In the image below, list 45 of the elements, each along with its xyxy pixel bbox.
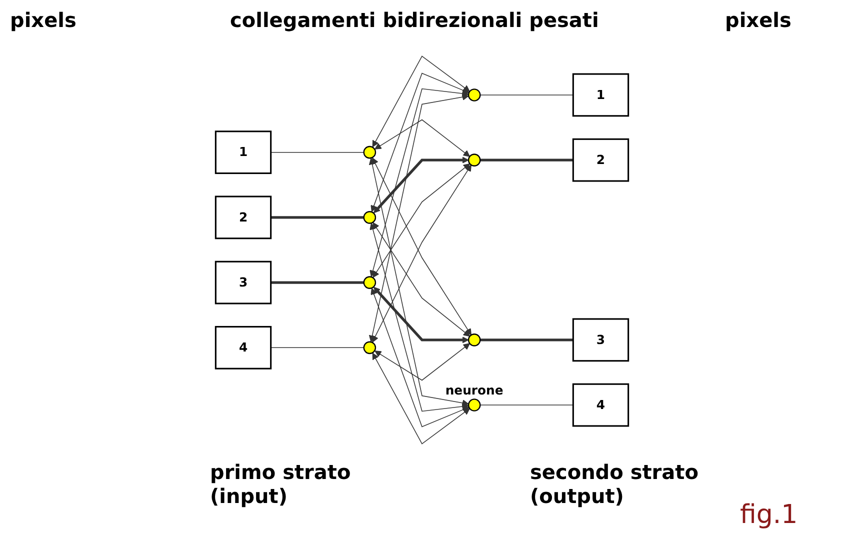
node-box: 4 [214, 326, 272, 370]
node-box: 3 [214, 260, 272, 304]
connector [480, 338, 574, 342]
arrow [370, 288, 470, 428]
connector [270, 347, 364, 348]
node-circle [363, 146, 376, 159]
connector [480, 94, 574, 96]
node-circle [468, 154, 481, 166]
node-box: 1 [214, 130, 272, 174]
connection-label: collegamenti bidirezionali pesati [230, 8, 599, 32]
node-circle [363, 276, 376, 289]
arrow [374, 343, 470, 381]
arrow [372, 163, 470, 278]
layer-label: pixels [10, 8, 76, 32]
figure-caption: fig.1 [740, 500, 798, 530]
arrow [374, 286, 469, 344]
arrow [368, 158, 469, 406]
arrow [374, 156, 469, 214]
node-circle [363, 211, 376, 224]
arrow [370, 88, 469, 277]
node-box: 4 [572, 383, 630, 427]
node-circle [363, 341, 376, 354]
arrow [372, 222, 470, 337]
arrow [368, 94, 469, 342]
layer-label: secondo strato (output) [530, 460, 700, 508]
node-box: 3 [572, 318, 630, 362]
node-circle [468, 398, 481, 412]
node-circle [468, 334, 481, 346]
arrow [372, 352, 470, 444]
layer-label: pixels [725, 8, 792, 32]
layer-label: primo strato (input) [210, 460, 352, 508]
node-box: 2 [214, 196, 272, 240]
connector [480, 404, 574, 406]
arrow [370, 223, 469, 412]
node-circle [468, 88, 481, 102]
node-box: 2 [572, 138, 630, 182]
connector [480, 158, 574, 162]
connector [270, 152, 364, 153]
connector [270, 216, 364, 219]
node-caption: neurone [445, 382, 504, 398]
connector [270, 281, 364, 284]
arrow [370, 72, 470, 212]
arrow [372, 56, 470, 148]
arrow [374, 119, 470, 157]
node-box: 1 [572, 73, 630, 117]
